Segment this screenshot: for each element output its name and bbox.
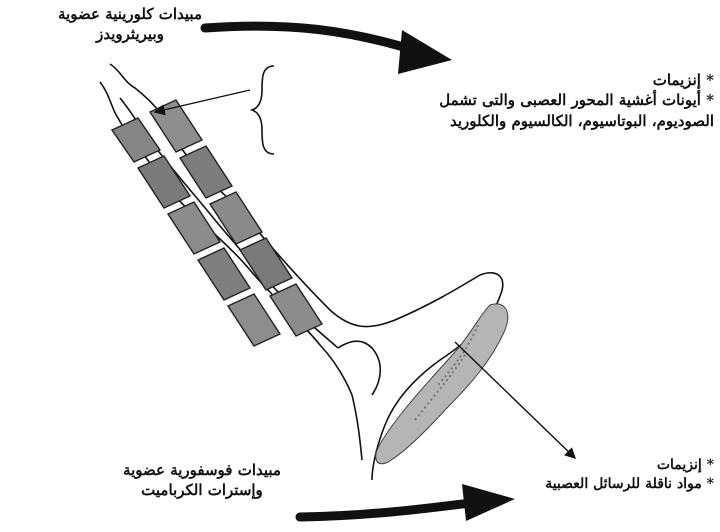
label-organochlorine: مبيدات كلورينية عضوية وبيريثرويدز bbox=[20, 4, 240, 45]
label-synapse-targets-line2: * مواد ناقلة للرسائل العصبية bbox=[470, 475, 714, 494]
label-axon-targets-line1: * إنزيمات bbox=[258, 70, 714, 90]
label-axon-targets-line2: * أيونات أغشية المحور العصبى والتى تشمل bbox=[258, 90, 714, 110]
label-axon-targets-line3: الصوديوم، البوتاسيوم، الكالسيوم والكلوري… bbox=[258, 111, 714, 131]
synapse-region bbox=[376, 304, 508, 464]
label-organophosphate-line1: مبيدات فوسفورية عضوية bbox=[92, 460, 312, 480]
label-organochlorine-line1: مبيدات كلورينية عضوية bbox=[20, 4, 240, 24]
label-axon-targets: * إنزيمات * أيونات أغشية المحور العصبى و… bbox=[258, 70, 714, 131]
top-target-arrow bbox=[205, 26, 452, 74]
label-organophosphate-line2: وإسترات الكرباميت bbox=[92, 480, 312, 500]
label-synapse-targets-line1: * إنزيمات bbox=[470, 456, 714, 475]
top-pointer-line bbox=[155, 90, 250, 112]
label-synapse-targets: * إنزيمات * مواد ناقلة للرسائل العصبية bbox=[470, 456, 714, 494]
label-organochlorine-line2: وبيريثرويدز bbox=[20, 24, 240, 44]
label-organophosphate: مبيدات فوسفورية عضوية وإسترات الكرباميت bbox=[92, 460, 312, 501]
bottom-pointer-line bbox=[455, 342, 575, 458]
